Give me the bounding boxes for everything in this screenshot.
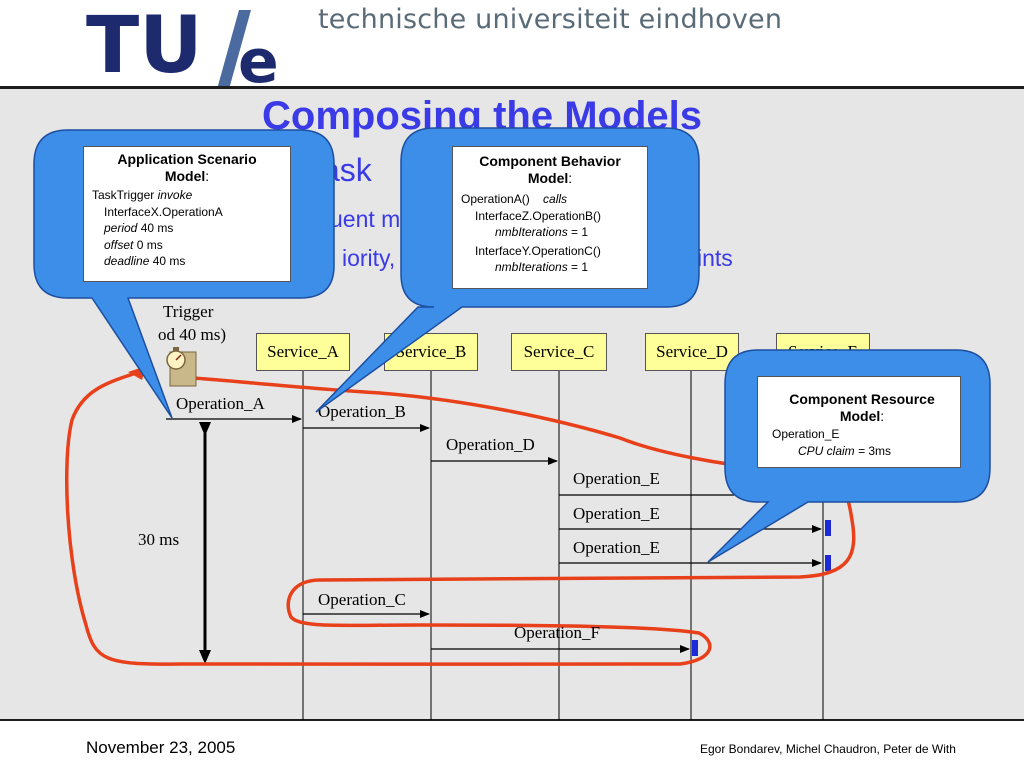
operation-a-line: OperationA() calls [461, 192, 568, 206]
duration-label: 30 ms [138, 530, 180, 549]
stopwatch-icon [166, 347, 197, 387]
logo-slash [214, 10, 251, 100]
operation-d-label: Operation_D [446, 435, 535, 454]
trigger-label: Trigger [163, 302, 214, 321]
activation-bar [692, 640, 698, 656]
application-scenario-model-box: Application Scenario Model: TaskTrigger … [83, 146, 291, 282]
scenario-loop-path [64, 370, 856, 667]
footer-authors: Egor Bondarev, Michel Chaudron, Peter de… [700, 742, 956, 756]
component-behavior-model-box: Component Behavior Model: OperationA() c… [452, 146, 648, 289]
operation-a-label: Operation_A [176, 394, 265, 413]
footer-divider [0, 719, 1024, 721]
logo-text-tu: TU [86, 2, 203, 91]
period-line: period 40 ms [104, 221, 174, 235]
call-operation-b-line: InterfaceZ.OperationB() [475, 208, 602, 223]
operation-b-label: Operation_B [318, 402, 406, 421]
bullet-fragment: ints [697, 245, 733, 271]
operation-e-label: Operation_E [573, 469, 660, 488]
deadline-line: deadline 40 ms [104, 254, 186, 268]
activation-bar [825, 520, 831, 536]
iterations-line: nmbIterations = 1 [495, 225, 589, 239]
service-d-box: Service_D [645, 333, 739, 371]
operation-c-label: Operation_C [318, 590, 406, 609]
component-resource-model-box: Component Resource Model: Operation_E CP… [757, 376, 961, 468]
component-behavior-title: Component Behavior Model: [479, 153, 621, 186]
resource-operation-line: Operation_E [772, 427, 840, 441]
trigger-period-label: od 40 ms) [158, 325, 226, 344]
offset-line: offset 0 ms [104, 237, 163, 252]
app-scenario-title: Application Scenario Model: [117, 151, 257, 184]
call-operation-c-line: InterfaceY.OperationC() [475, 243, 601, 258]
university-name: technische universiteit eindhoven [318, 4, 783, 35]
activation-bar [825, 555, 831, 571]
iterations-line: nmbIterations = 1 [495, 260, 589, 274]
interface-operation-line: InterfaceX.OperationA [104, 204, 223, 219]
service-c-box: Service_C [511, 333, 607, 371]
task-trigger-line: TaskTrigger invoke [92, 188, 193, 202]
footer-date: November 23, 2005 [86, 738, 236, 757]
bullet-fragment: uent m [330, 206, 401, 232]
operation-e-label: Operation_E [573, 504, 660, 523]
logo-text-e: e [238, 27, 279, 97]
service-a-box: Service_A [256, 333, 350, 371]
operation-f-label: Operation_F [514, 623, 600, 642]
tue-logo: TU e [86, 2, 279, 100]
operation-e-label: Operation_E [573, 538, 660, 557]
header-bar [0, 0, 1024, 88]
header-divider [0, 86, 1024, 89]
cpu-claim-line: CPU claim = 3ms [798, 443, 892, 458]
component-resource-title: Component Resource Model: [789, 391, 935, 424]
